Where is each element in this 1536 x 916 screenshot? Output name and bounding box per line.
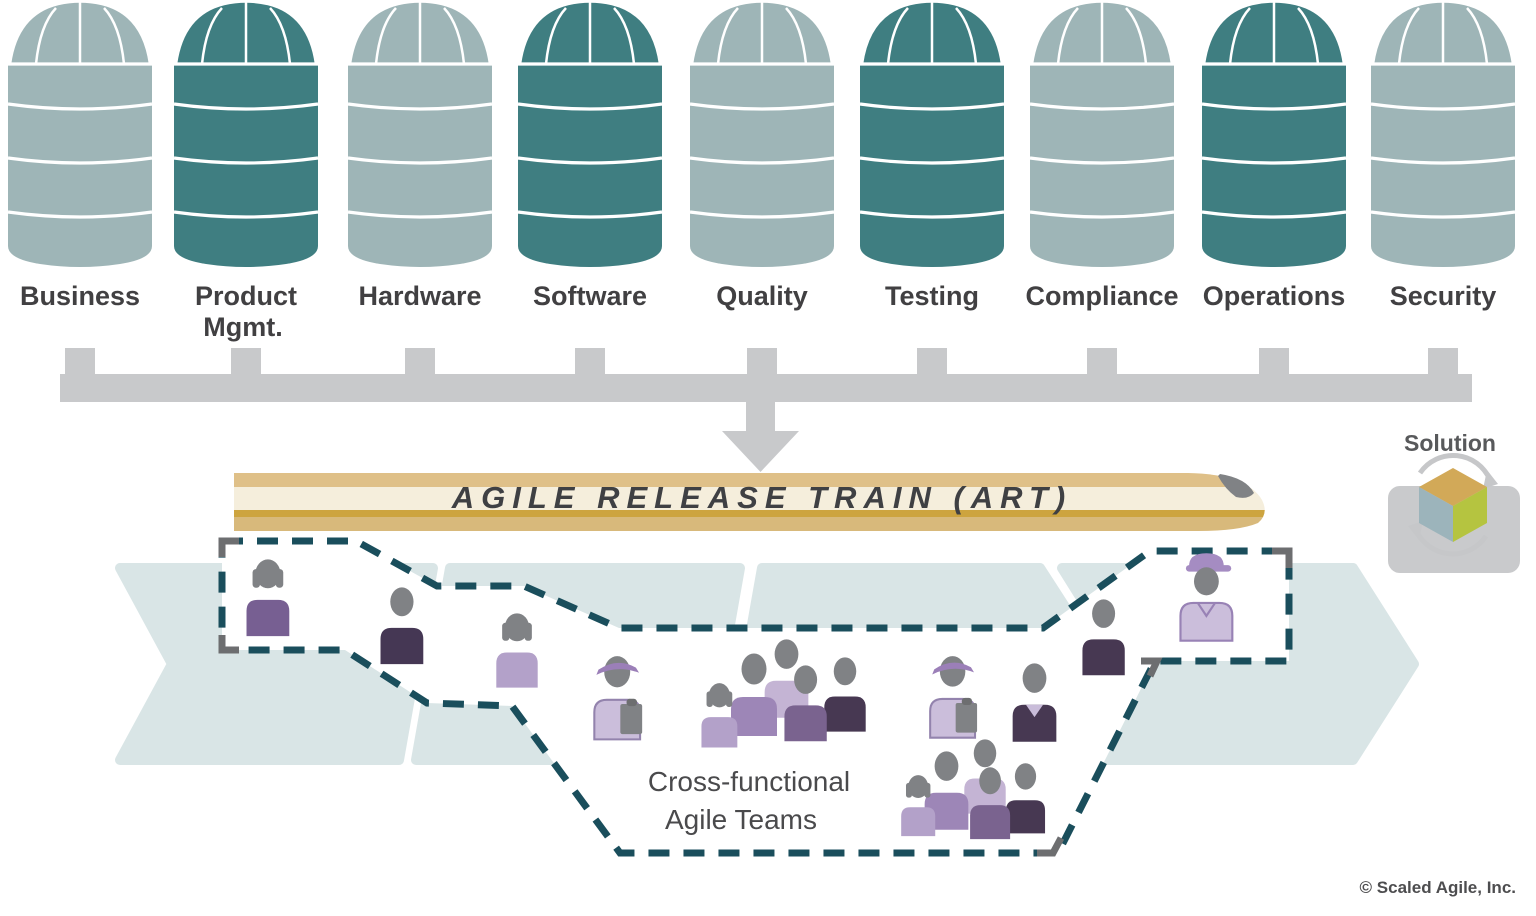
collector-bracket bbox=[60, 348, 1472, 472]
silo-stub bbox=[65, 348, 95, 376]
silo-stub bbox=[747, 348, 777, 376]
silo-business bbox=[6, 0, 154, 269]
silo-label-testing: Testing bbox=[885, 281, 979, 311]
solution-group: Solution bbox=[1388, 430, 1520, 573]
solution-cube-icon bbox=[1419, 468, 1487, 542]
train-title: AGILE RELEASE TRAIN (ART) bbox=[451, 480, 1073, 515]
train-window bbox=[1218, 474, 1254, 498]
solution-label: Solution bbox=[1404, 430, 1496, 456]
silo-stub bbox=[1259, 348, 1289, 376]
silo-compliance bbox=[1028, 0, 1176, 269]
silo-label-operations: Operations bbox=[1203, 281, 1346, 311]
silo-label-mgmt: Mgmt. bbox=[203, 312, 282, 342]
silo-stub bbox=[917, 348, 947, 376]
cycle-arrows-icon bbox=[1408, 452, 1498, 557]
silo-label-product: Product bbox=[195, 281, 297, 311]
silo-label-hardware: Hardware bbox=[358, 281, 481, 311]
silos-row: Business Product Mgmt. Hardware Software… bbox=[6, 0, 1517, 342]
copyright-text: © Scaled Agile, Inc. bbox=[1360, 878, 1516, 897]
silo-product-mgmt bbox=[172, 0, 320, 269]
silo-stub bbox=[1428, 348, 1458, 376]
silo-operations bbox=[1200, 0, 1348, 269]
silo-label-compliance: Compliance bbox=[1025, 281, 1178, 311]
silo-label-software: Software bbox=[533, 281, 647, 311]
silo-testing bbox=[858, 0, 1006, 269]
silo-hardware bbox=[346, 0, 494, 269]
silo-software bbox=[516, 0, 664, 269]
silo-stub bbox=[405, 348, 435, 376]
silo-label-security: Security bbox=[1390, 281, 1497, 311]
teams-caption-line2: Agile Teams bbox=[665, 804, 817, 835]
silo-stub bbox=[1087, 348, 1117, 376]
silo-stub bbox=[575, 348, 605, 376]
silo-quality bbox=[688, 0, 836, 269]
silo-security bbox=[1369, 0, 1517, 269]
corner-marks bbox=[218, 537, 1293, 857]
silo-label-quality: Quality bbox=[716, 281, 808, 311]
teams-caption-line1: Cross-functional bbox=[648, 766, 850, 797]
down-arrow-icon bbox=[722, 400, 799, 472]
silo-label-business: Business bbox=[20, 281, 140, 311]
silo-stub bbox=[231, 348, 261, 376]
collector-bar bbox=[60, 374, 1472, 402]
agile-release-train-banner: AGILE RELEASE TRAIN (ART) bbox=[234, 473, 1265, 531]
